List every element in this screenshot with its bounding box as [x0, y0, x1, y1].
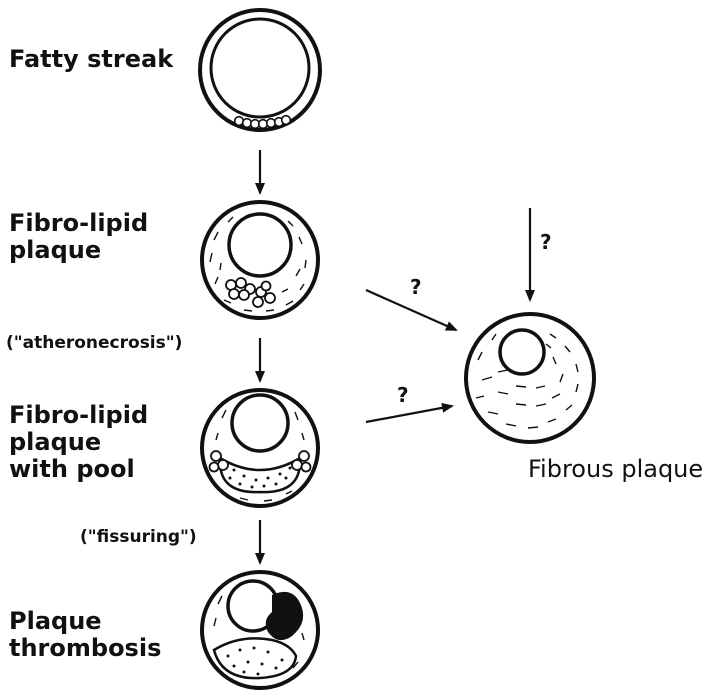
label-atheronecrosis: ("atheronecrosis")	[6, 333, 182, 353]
label-fissuring: ("fissuring")	[80, 527, 197, 547]
label-fibro-lipid-plaque: Fibro-lipid plaque	[9, 210, 148, 264]
uncertain-mark-top: ?	[540, 230, 552, 254]
label-fatty-streak: Fatty streak	[9, 46, 173, 73]
arrow-pool-to-fibrous	[366, 406, 452, 422]
fibro-lipid-plaque-vessel	[202, 202, 318, 318]
label-fibro-lipid-plaque-pool: Fibro-lipid plaque with pool	[9, 402, 148, 483]
plaque-thrombosis-vessel	[202, 572, 318, 688]
uncertain-mark-lower: ?	[397, 383, 409, 407]
uncertain-mark-upper: ?	[410, 275, 422, 299]
fibro-lipid-plaque-pool-vessel	[202, 390, 318, 506]
fatty-streak-vessel	[200, 10, 320, 130]
label-plaque-thrombosis: Plaque thrombosis	[9, 608, 161, 662]
fibrous-plaque-vessel	[466, 314, 594, 442]
label-fibrous-plaque: Fibrous plaque	[528, 456, 703, 483]
